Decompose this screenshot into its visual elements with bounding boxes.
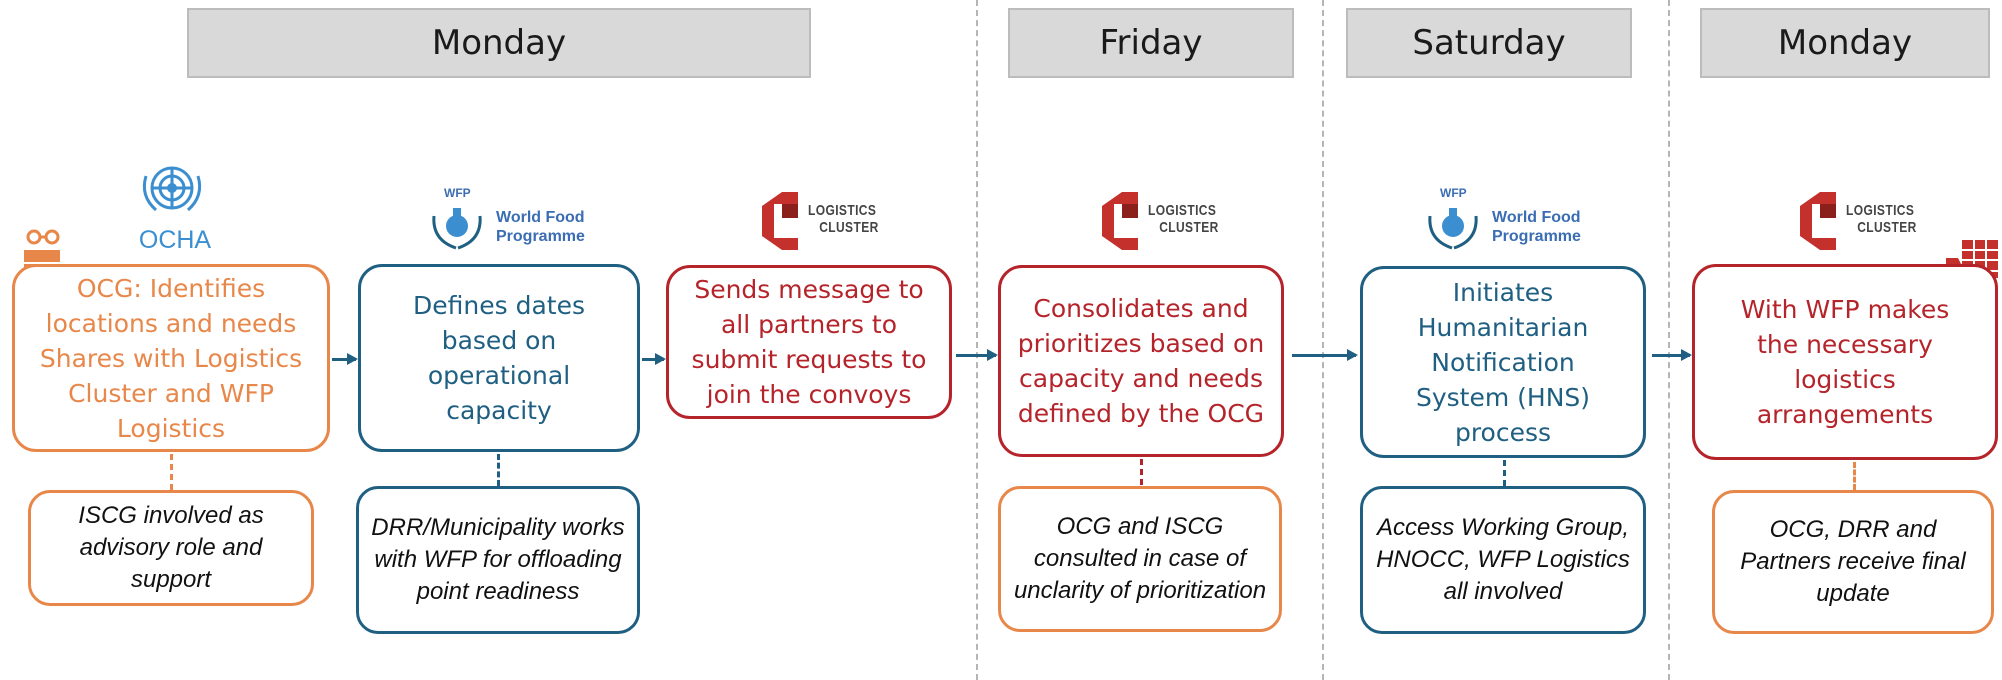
step-sends-message: Sends message to all partners to submit … [666, 265, 952, 419]
day-separator [1322, 0, 1324, 680]
wfp-emblem-icon [432, 208, 482, 250]
logistics-cluster-line1: LOGISTICS [1148, 202, 1217, 219]
logistics-cluster-logo: LOGISTICS CLUSTER [1794, 190, 1954, 252]
step-text: Initiates Humanitarian Notification Syst… [1415, 277, 1591, 447]
note-text: ISCG involved as advisory role and suppo… [78, 502, 264, 593]
logistics-cluster-icon [762, 192, 798, 250]
ocha-logo: OCHA [122, 156, 222, 256]
step-text: Sends message to all partners to submit … [691, 275, 927, 409]
flow-arrow [956, 349, 998, 361]
logistics-cluster-name: LOGISTICS CLUSTER [1148, 202, 1219, 236]
logistics-cluster-line1: LOGISTICS [1846, 202, 1915, 219]
note-iscg-advisory: ISCG involved as advisory role and suppo… [28, 490, 314, 606]
note-text: OCG and ISCG consulted in case of unclar… [1013, 513, 1267, 604]
wfp-name-line1: World Food [496, 209, 585, 226]
logistics-cluster-line2: CLUSTER [819, 219, 879, 236]
un-emblem-icon [142, 166, 202, 212]
note-final-update: OCG, DRR and Partners receive final upda… [1712, 490, 1994, 634]
logistics-cluster-line1: LOGISTICS [808, 202, 877, 219]
note-connector [1503, 460, 1506, 486]
note-connector [497, 454, 500, 486]
note-drr-municipality: DRR/Municipality works with WFP for offl… [356, 486, 640, 634]
logistics-cluster-logo: LOGISTICS CLUSTER [1096, 190, 1256, 252]
wfp-name-line1: World Food [1492, 209, 1581, 226]
note-access-working-group: Access Working Group, HNOCC, WFP Logisti… [1360, 486, 1646, 634]
wfp-name: World Food Programme [496, 208, 585, 246]
step-logistics-arrangements: With WFP makes the necessary logistics a… [1692, 264, 1998, 460]
step-ocg-identifies: OCG: Identifies locations and needs Shar… [12, 264, 330, 452]
flow-arrow [332, 353, 358, 365]
wfp-logo: WFP World Food Programme [422, 186, 602, 256]
wfp-name-line2: Programme [496, 228, 585, 245]
note-connector [170, 454, 173, 490]
step-initiates-hns: Initiates Humanitarian Notification Syst… [1360, 266, 1646, 458]
day-header-monday-2: Monday [1700, 8, 1990, 78]
flow-arrow [1652, 349, 1692, 361]
flow-arrow [1292, 349, 1358, 361]
logistics-cluster-line2: CLUSTER [1159, 219, 1219, 236]
wfp-name-line2: Programme [1492, 228, 1581, 245]
logistics-cluster-name: LOGISTICS CLUSTER [808, 202, 879, 236]
day-header-friday: Friday [1008, 8, 1294, 78]
logistics-cluster-line2: CLUSTER [1857, 219, 1917, 236]
step-text: With WFP makes the necessary logistics a… [1740, 295, 1950, 429]
note-ocg-iscg-consulted: OCG and ISCG consulted in case of unclar… [998, 486, 1282, 632]
step-consolidates: Consolidates and prioritizes based on ca… [998, 265, 1284, 457]
wfp-logo: WFP World Food Programme [1418, 186, 1598, 256]
day-header-monday: Monday [187, 8, 811, 78]
wfp-tag: WFP [444, 186, 471, 200]
step-text: OCG: Identifies locations and needs Shar… [39, 273, 303, 443]
note-text: OCG, DRR and Partners receive final upda… [1740, 516, 1966, 607]
logistics-cluster-name: LOGISTICS CLUSTER [1846, 202, 1917, 236]
note-connector [1853, 462, 1856, 490]
day-separator [1668, 0, 1670, 680]
ocha-label: OCHA [138, 226, 212, 254]
logistics-cluster-icon [1102, 192, 1138, 250]
step-text: Defines dates based on operational capac… [413, 291, 585, 425]
logistics-cluster-icon [1800, 192, 1836, 250]
step-defines-dates: Defines dates based on operational capac… [358, 264, 640, 452]
wfp-emblem-icon [1428, 208, 1478, 250]
note-connector [1140, 459, 1143, 485]
wfp-name: World Food Programme [1492, 208, 1581, 246]
day-header-saturday: Saturday [1346, 8, 1632, 78]
note-text: Access Working Group, HNOCC, WFP Logisti… [1376, 514, 1630, 605]
step-text: Consolidates and prioritizes based on ca… [1017, 294, 1265, 428]
wfp-tag: WFP [1440, 186, 1467, 200]
note-text: DRR/Municipality works with WFP for offl… [371, 514, 625, 605]
flow-arrow [642, 353, 666, 365]
logistics-cluster-logo: LOGISTICS CLUSTER [756, 190, 916, 252]
day-separator [976, 0, 978, 680]
